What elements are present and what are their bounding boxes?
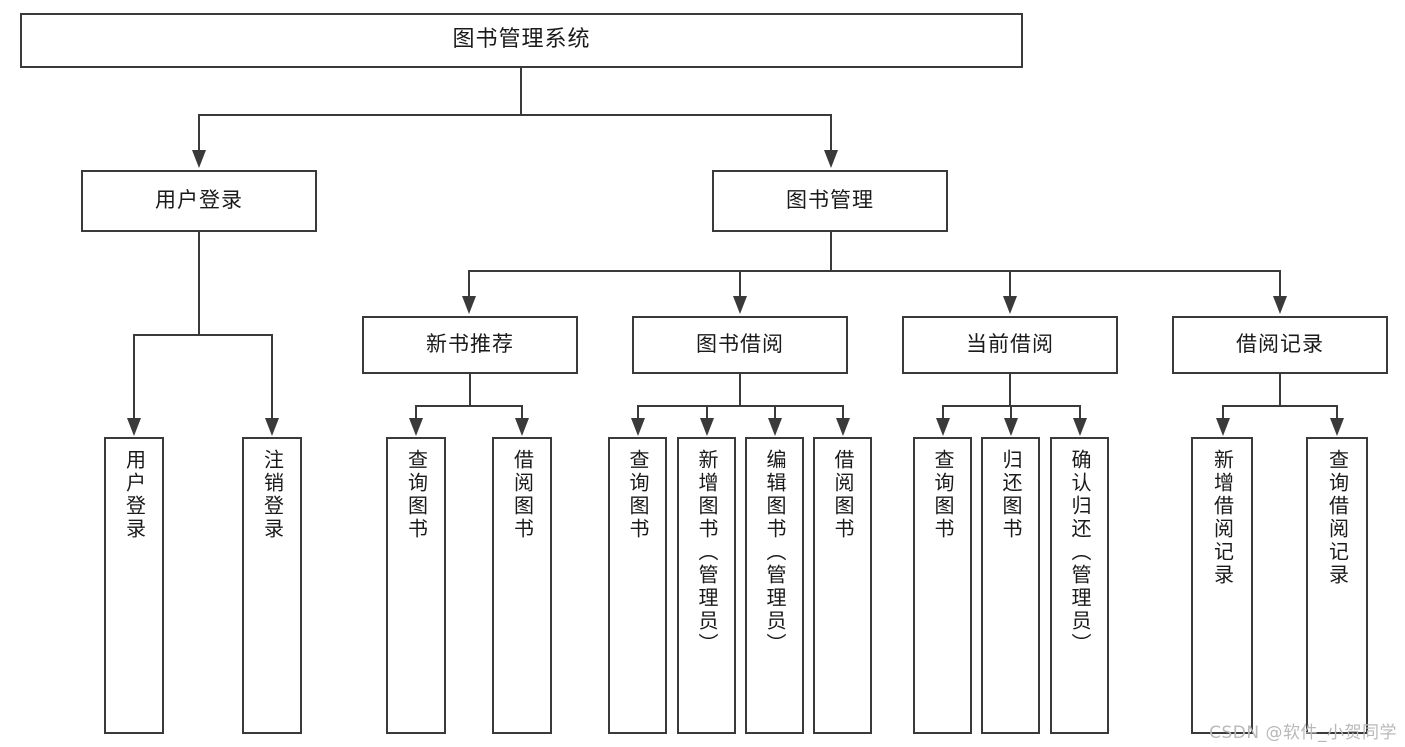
leaf-label: 查询图书 <box>404 449 429 541</box>
arrowhead-root-to-user-login <box>192 150 206 168</box>
connector-cb-to-leaf-2 <box>1010 405 1012 420</box>
leaf-label: 查询借阅记录 <box>1325 449 1350 587</box>
connector-bm-to-new-book <box>468 270 470 298</box>
node-label: 图书管理 <box>786 188 874 213</box>
connector-bb-to-leaf-2 <box>706 405 708 420</box>
connector-book-borrow-stem <box>739 374 741 406</box>
connector-user-login-bar <box>133 334 272 336</box>
arrowhead-bb-to-leaf-3 <box>768 418 782 436</box>
connector-book-management-stem <box>830 232 832 271</box>
leaf-book-borrow-query-book[interactable]: 查询图书 <box>608 437 667 734</box>
connector-root-bar <box>198 114 832 116</box>
leaf-label: 查询图书 <box>931 449 955 541</box>
connector-user-login-stem <box>198 232 200 335</box>
arrowhead-bm-to-borrow-record <box>1273 296 1287 314</box>
leaf-label: 用户登录 <box>122 449 147 541</box>
node-book-borrow[interactable]: 图书借阅 <box>632 316 848 374</box>
connector-book-management-bar <box>468 270 1280 272</box>
leaf-current-borrow-return-book[interactable]: 归还图书 <box>981 437 1040 734</box>
arrowhead-cb-to-leaf-3 <box>1073 418 1087 436</box>
connector-cb-to-leaf-3 <box>1079 405 1081 420</box>
connector-br-to-leaf-1 <box>1222 405 1224 420</box>
node-book-management[interactable]: 图书管理 <box>712 170 948 232</box>
leaf-current-borrow-confirm-return-admin[interactable]: 确认归还（管理员） <box>1050 437 1109 734</box>
arrowhead-bb-to-leaf-4 <box>836 418 850 436</box>
connector-user-login-to-leaf-1 <box>133 334 135 420</box>
arrowhead-nb-to-leaf-1 <box>409 418 423 436</box>
connector-bm-to-borrow-record <box>1279 270 1281 298</box>
arrowhead-bm-to-book-borrow <box>733 296 747 314</box>
leaf-new-book-query-book[interactable]: 查询图书 <box>386 437 446 734</box>
arrowhead-bm-to-current-borrow <box>1003 296 1017 314</box>
connector-cb-to-leaf-1 <box>942 405 944 420</box>
leaf-label: 注销登录 <box>260 449 285 541</box>
leaf-label: 归还图书 <box>999 449 1023 541</box>
connector-root-stem <box>520 68 522 115</box>
node-user-login[interactable]: 用户登录 <box>81 170 317 232</box>
leaf-new-book-borrow-book[interactable]: 借阅图书 <box>492 437 552 734</box>
arrowhead-bb-to-leaf-2 <box>700 418 714 436</box>
leaf-label: 编辑图书（管理员） <box>763 449 787 656</box>
connector-bb-to-leaf-4 <box>842 405 844 420</box>
connector-root-to-book-management <box>830 114 832 152</box>
connector-borrow-record-stem <box>1279 374 1281 406</box>
connector-new-book-bar <box>415 405 523 407</box>
connector-book-borrow-bar <box>637 405 843 407</box>
connector-new-book-stem <box>469 374 471 406</box>
leaf-user-login-login[interactable]: 用户登录 <box>104 437 164 734</box>
leaf-current-borrow-query-book[interactable]: 查询图书 <box>913 437 972 734</box>
arrowhead-bb-to-leaf-1 <box>631 418 645 436</box>
connector-root-to-user-login <box>198 114 200 152</box>
connector-borrow-record-bar <box>1222 405 1338 407</box>
node-current-borrow[interactable]: 当前借阅 <box>902 316 1118 374</box>
connector-nb-to-leaf-1 <box>415 405 417 420</box>
arrowhead-user-login-to-leaf-1 <box>127 418 141 436</box>
leaf-label: 借阅图书 <box>831 449 855 541</box>
arrowhead-nb-to-leaf-2 <box>515 418 529 436</box>
arrowhead-bm-to-new-book <box>462 296 476 314</box>
leaf-label: 查询图书 <box>626 449 650 541</box>
arrowhead-root-to-book-management <box>824 150 838 168</box>
leaf-book-borrow-edit-book-admin[interactable]: 编辑图书（管理员） <box>745 437 804 734</box>
node-label: 图书管理系统 <box>452 27 591 53</box>
leaf-label: 确认归还（管理员） <box>1068 449 1092 656</box>
connector-current-borrow-stem <box>1009 374 1011 406</box>
leaf-label: 借阅图书 <box>510 449 535 541</box>
node-label: 用户登录 <box>155 188 243 213</box>
node-label: 图书借阅 <box>696 332 784 357</box>
leaf-borrow-record-query-record[interactable]: 查询借阅记录 <box>1306 437 1368 734</box>
arrowhead-user-login-to-leaf-2 <box>265 418 279 436</box>
connector-user-login-to-leaf-2 <box>271 334 273 420</box>
connector-br-to-leaf-2 <box>1336 405 1338 420</box>
arrowhead-cb-to-leaf-1 <box>936 418 950 436</box>
leaf-user-login-logout[interactable]: 注销登录 <box>242 437 302 734</box>
arrowhead-cb-to-leaf-2 <box>1004 418 1018 436</box>
node-label: 新书推荐 <box>426 332 514 357</box>
node-new-book-recommend[interactable]: 新书推荐 <box>362 316 578 374</box>
node-borrow-record[interactable]: 借阅记录 <box>1172 316 1388 374</box>
connector-bb-to-leaf-3 <box>774 405 776 420</box>
node-label: 当前借阅 <box>966 332 1054 357</box>
arrowhead-br-to-leaf-2 <box>1330 418 1344 436</box>
leaf-book-borrow-borrow-book[interactable]: 借阅图书 <box>813 437 872 734</box>
connector-bm-to-current-borrow <box>1009 270 1011 298</box>
leaf-borrow-record-add-record[interactable]: 新增借阅记录 <box>1191 437 1253 734</box>
leaf-book-borrow-add-book-admin[interactable]: 新增图书（管理员） <box>677 437 736 734</box>
node-root-book-management-system[interactable]: 图书管理系统 <box>20 13 1023 68</box>
connector-nb-to-leaf-2 <box>521 405 523 420</box>
arrowhead-br-to-leaf-1 <box>1216 418 1230 436</box>
connector-bm-to-book-borrow <box>739 270 741 298</box>
leaf-label: 新增借阅记录 <box>1210 449 1235 587</box>
leaf-label: 新增图书（管理员） <box>695 449 719 656</box>
connector-bb-to-leaf-1 <box>637 405 639 420</box>
node-label: 借阅记录 <box>1236 332 1324 357</box>
